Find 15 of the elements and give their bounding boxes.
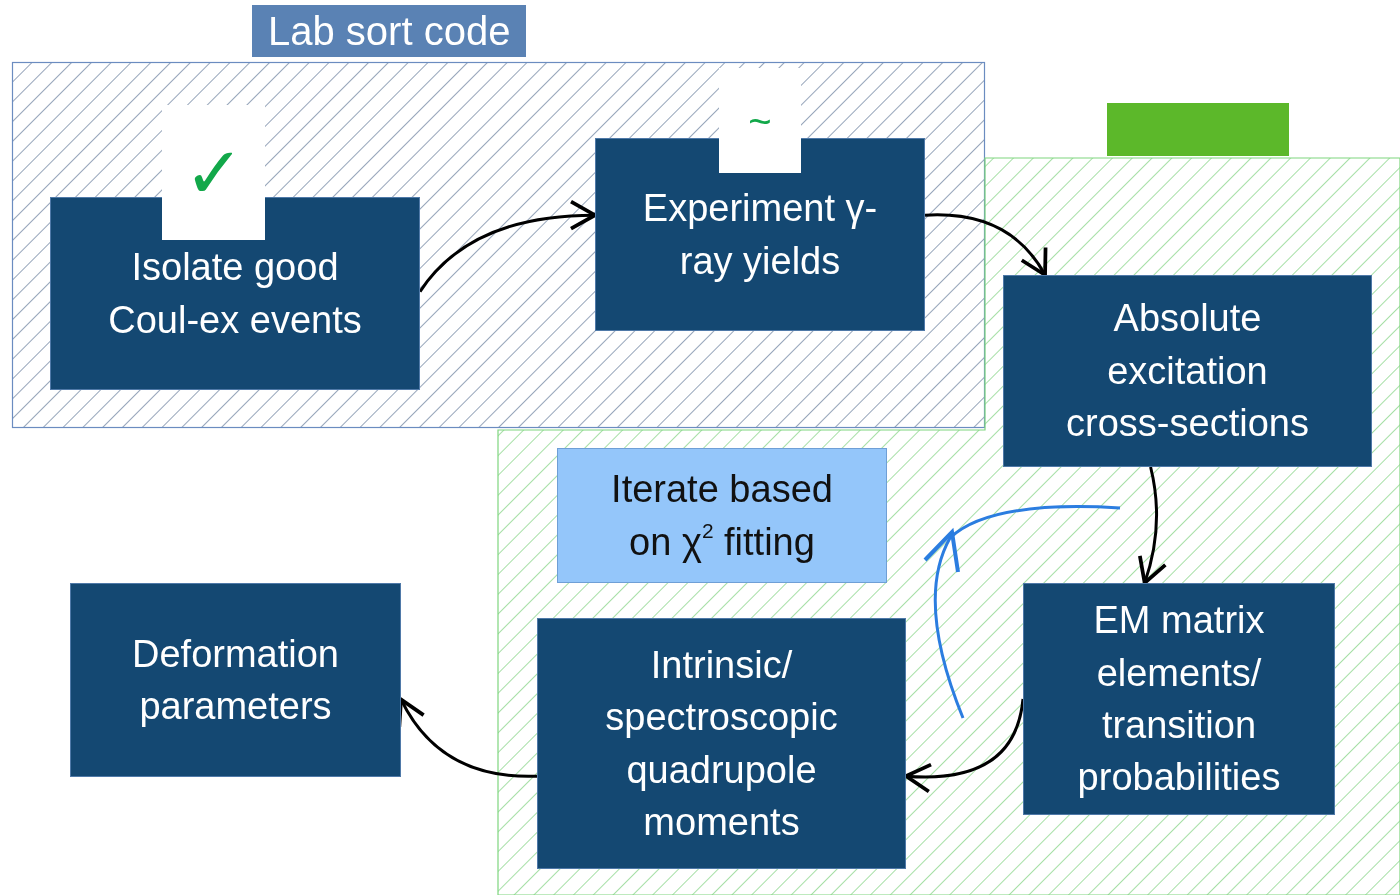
process-box: Deformation parameters — [70, 583, 401, 777]
tag-box — [1107, 103, 1289, 156]
mark-card: ✓ — [162, 105, 265, 240]
mark-card: ~ — [719, 68, 801, 173]
curved-arrow — [1137, 466, 1167, 585]
process-box: Intrinsic/ spectroscopic quadrupole moments — [537, 618, 906, 869]
process-box: EM matrix elements/ transition probabilities — [1023, 583, 1335, 815]
region-heading: Lab sort code — [252, 5, 527, 57]
note-box: Iterate based on χ$^{2}$ fitting — [557, 448, 887, 583]
process-box: Absolute excitation cross-sections — [1003, 275, 1372, 467]
process-box: Experiment γ-ray yields — [595, 138, 925, 331]
curved-arrow — [904, 698, 1025, 793]
curved-arrow — [398, 697, 537, 778]
curved-arrow — [924, 213, 1047, 277]
process-box: Isolate good Coul-ex events — [50, 197, 420, 390]
